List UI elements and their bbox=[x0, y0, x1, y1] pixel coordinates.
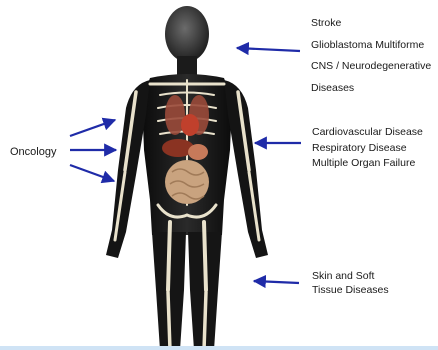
diseases-text: Diseases bbox=[311, 78, 431, 100]
bottom-border bbox=[0, 346, 438, 350]
stomach bbox=[188, 144, 208, 160]
cns-text: CNS / Neurodegenerative bbox=[311, 56, 431, 78]
arrow-head bbox=[237, 48, 300, 51]
arrow-oncology-down bbox=[70, 165, 114, 181]
oncology-label: Oncology bbox=[10, 145, 56, 159]
cardiovascular-text: Cardiovascular Disease bbox=[312, 125, 423, 141]
respiratory-text: Respiratory Disease bbox=[312, 141, 423, 157]
skin-soft-text: Skin and Soft bbox=[312, 269, 389, 283]
left-arm bbox=[106, 80, 150, 258]
arrow-skin bbox=[254, 281, 299, 283]
head-diseases-label: Stroke Glioblastoma Multiforme CNS / Neu… bbox=[311, 13, 431, 99]
organ-failure-text: Multiple Organ Failure bbox=[312, 156, 423, 172]
skin-diseases-label: Skin and Soft Tissue Diseases bbox=[312, 269, 389, 297]
right-arm bbox=[224, 80, 268, 258]
glioblastoma-text: Glioblastoma Multiforme bbox=[311, 35, 431, 57]
stroke-text: Stroke bbox=[311, 13, 431, 35]
heart bbox=[181, 114, 199, 136]
neck bbox=[177, 56, 197, 76]
head bbox=[165, 6, 209, 62]
tissue-diseases-text: Tissue Diseases bbox=[312, 283, 389, 297]
arrow-oncology-up bbox=[70, 120, 115, 136]
chest-diseases-label: Cardiovascular Disease Respiratory Disea… bbox=[312, 125, 423, 172]
